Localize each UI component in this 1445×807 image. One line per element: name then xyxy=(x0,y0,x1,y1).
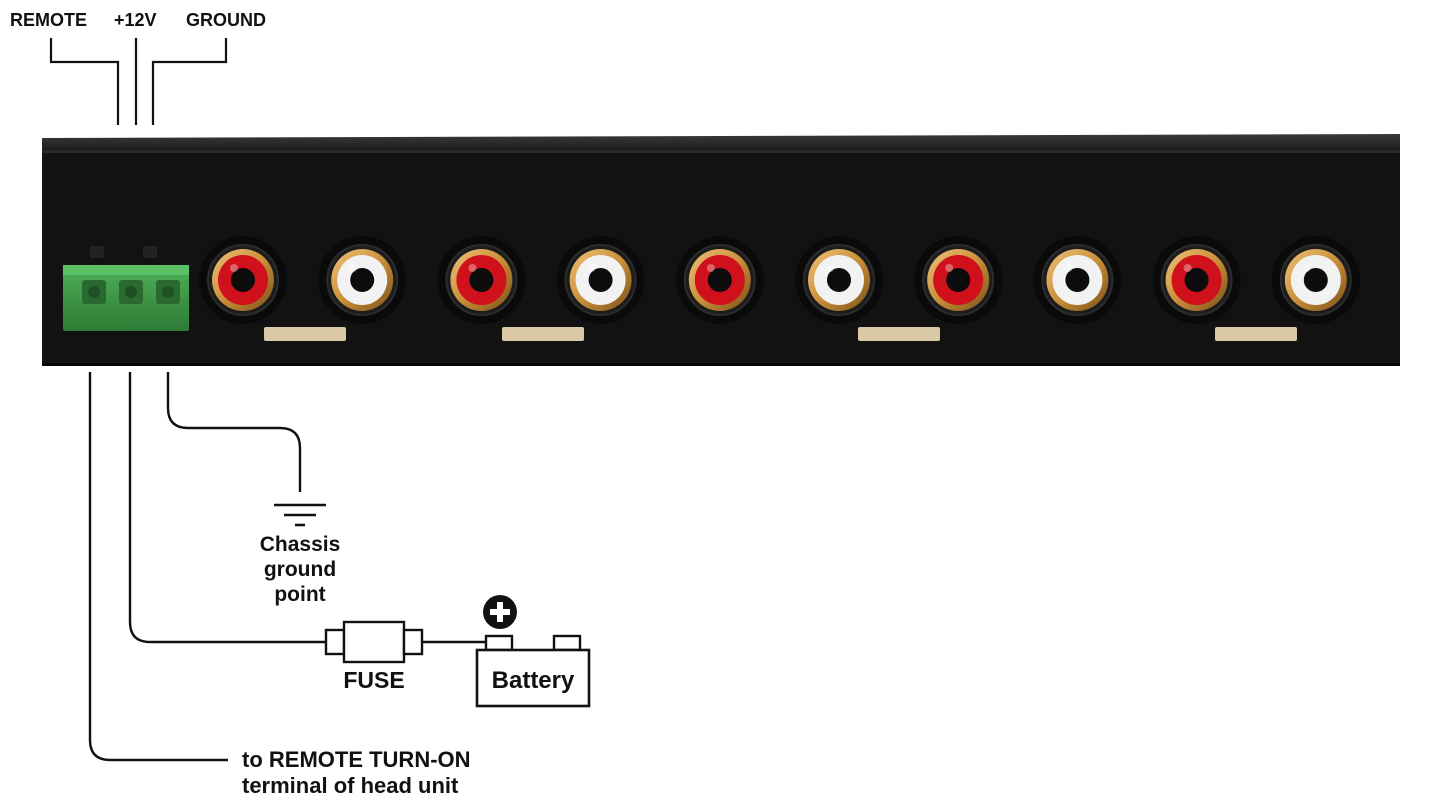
channel-slot-4 xyxy=(1215,327,1297,341)
chassis-ground-symbol xyxy=(274,503,326,527)
rca-jack-4-white xyxy=(556,236,645,324)
fuse-icon xyxy=(324,620,424,664)
channel-label-slots xyxy=(264,327,1297,341)
chassis-label-line3: point xyxy=(274,583,325,606)
channel-slot-2 xyxy=(502,327,584,341)
rca-jack-6-white xyxy=(795,236,883,324)
battery-icon xyxy=(475,634,591,708)
remote-wire xyxy=(88,372,228,762)
remote-turnon-label-line2: terminal of head unit xyxy=(242,773,459,798)
battery-label: Battery xyxy=(492,667,575,694)
channel-slot-3 xyxy=(858,327,940,341)
terminal-screw-remote xyxy=(82,280,106,304)
power-wire xyxy=(128,372,326,644)
rca-jack-1-red xyxy=(199,236,287,324)
rca-jack-row xyxy=(199,236,1360,324)
channel-slot-1 xyxy=(264,327,346,341)
ground-label: GROUND xyxy=(186,10,266,30)
rca-jack-9-red xyxy=(1152,236,1241,324)
ground-wire xyxy=(166,372,302,492)
terminal-screw-ground xyxy=(156,280,180,304)
remote-turnon-label-line1: to REMOTE TURN-ON xyxy=(242,747,471,772)
remote-label: REMOTE xyxy=(10,10,87,30)
chassis-label-line2: ground xyxy=(264,558,336,581)
positive-terminal-icon xyxy=(483,595,517,629)
power-terminal-block xyxy=(63,246,189,331)
chassis-label-line1: Chassis xyxy=(260,533,341,556)
rca-jack-5-red xyxy=(675,236,764,324)
top-leader-lines xyxy=(49,38,228,125)
rca-jack-7-red xyxy=(914,236,1003,324)
bottom-wiring xyxy=(88,372,486,762)
rca-jack-10-white xyxy=(1271,236,1360,324)
rca-jack-3-red xyxy=(437,236,526,324)
ground-leader xyxy=(151,38,228,125)
rca-jack-2-white xyxy=(318,236,407,324)
plus12v-label: +12V xyxy=(114,10,157,30)
rca-jack-8-white xyxy=(1033,236,1122,324)
terminal-screw-12v xyxy=(119,280,143,304)
fuse-label: FUSE xyxy=(343,667,404,693)
remote-leader xyxy=(49,38,120,125)
